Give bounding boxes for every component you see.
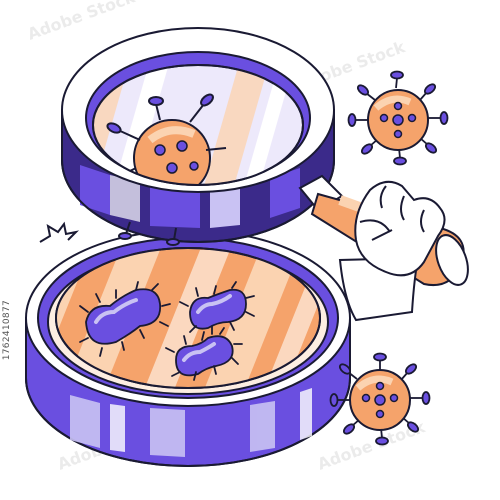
virus-particle bbox=[329, 352, 431, 446]
bacterium bbox=[179, 281, 255, 335]
impact-mark bbox=[39, 221, 80, 243]
svg-text:Adobe Stock: Adobe Stock bbox=[25, 0, 138, 44]
bacteria bbox=[79, 281, 255, 381]
hand bbox=[338, 180, 446, 322]
petri-dish bbox=[25, 229, 351, 467]
bacterium bbox=[165, 327, 243, 381]
stock-id-label: 1762410877 bbox=[2, 300, 12, 361]
virus-particle bbox=[347, 70, 449, 166]
virus-magnified bbox=[106, 93, 227, 185]
bacterium bbox=[79, 281, 171, 357]
